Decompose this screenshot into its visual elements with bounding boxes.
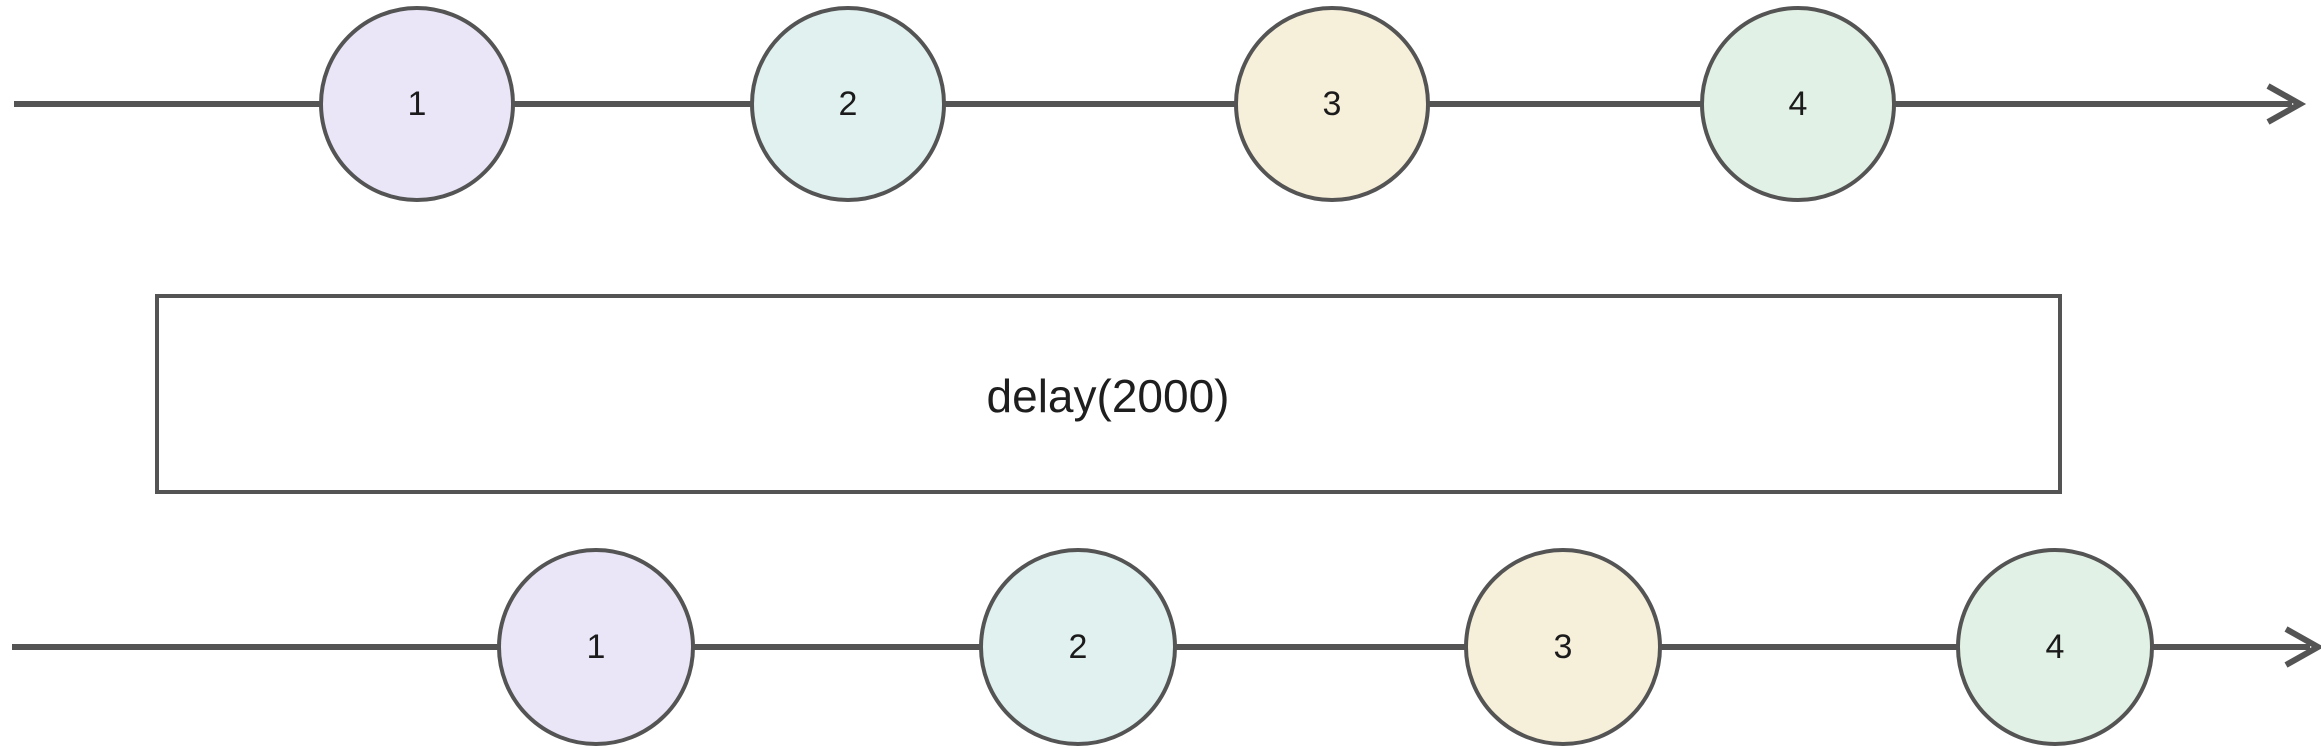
marble-label: 1	[587, 628, 606, 666]
marble-label: 2	[839, 85, 858, 123]
marble-event: 1	[319, 6, 515, 202]
marble-circle	[1700, 6, 1896, 202]
marble-label: 2	[1069, 628, 1088, 666]
marble-circle	[1234, 6, 1430, 202]
marble-circle	[319, 6, 515, 202]
marble-event: 4	[1700, 6, 1896, 202]
marble-circle	[497, 548, 695, 746]
output-stream: 1 2 3 4	[12, 548, 2321, 746]
marble-circle	[1464, 548, 1662, 746]
marble-event: 3	[1234, 6, 1430, 202]
source-stream: 1 2 3 4	[14, 6, 2307, 202]
marble-label: 4	[2046, 628, 2065, 666]
marble-label: 3	[1554, 628, 1573, 666]
operator-box-rect	[155, 294, 2062, 494]
marble-label: 4	[1789, 85, 1808, 123]
marble-circle	[979, 548, 1177, 746]
marble-event: 3	[1464, 548, 1662, 746]
marble-event: 2	[750, 6, 946, 202]
operator-box: delay(2000)	[155, 294, 2062, 494]
marble-label: 1	[408, 85, 427, 123]
marble-circle	[1956, 548, 2154, 746]
output-arrow-head-icon	[2284, 626, 2321, 668]
marble-circle	[750, 6, 946, 202]
source-arrow-head-icon	[2266, 83, 2307, 125]
marble-event: 4	[1956, 548, 2154, 746]
marble-event: 2	[979, 548, 1177, 746]
marble-event: 1	[497, 548, 695, 746]
operator-label: delay(2000)	[987, 370, 1230, 422]
marble-label: 3	[1323, 85, 1342, 123]
